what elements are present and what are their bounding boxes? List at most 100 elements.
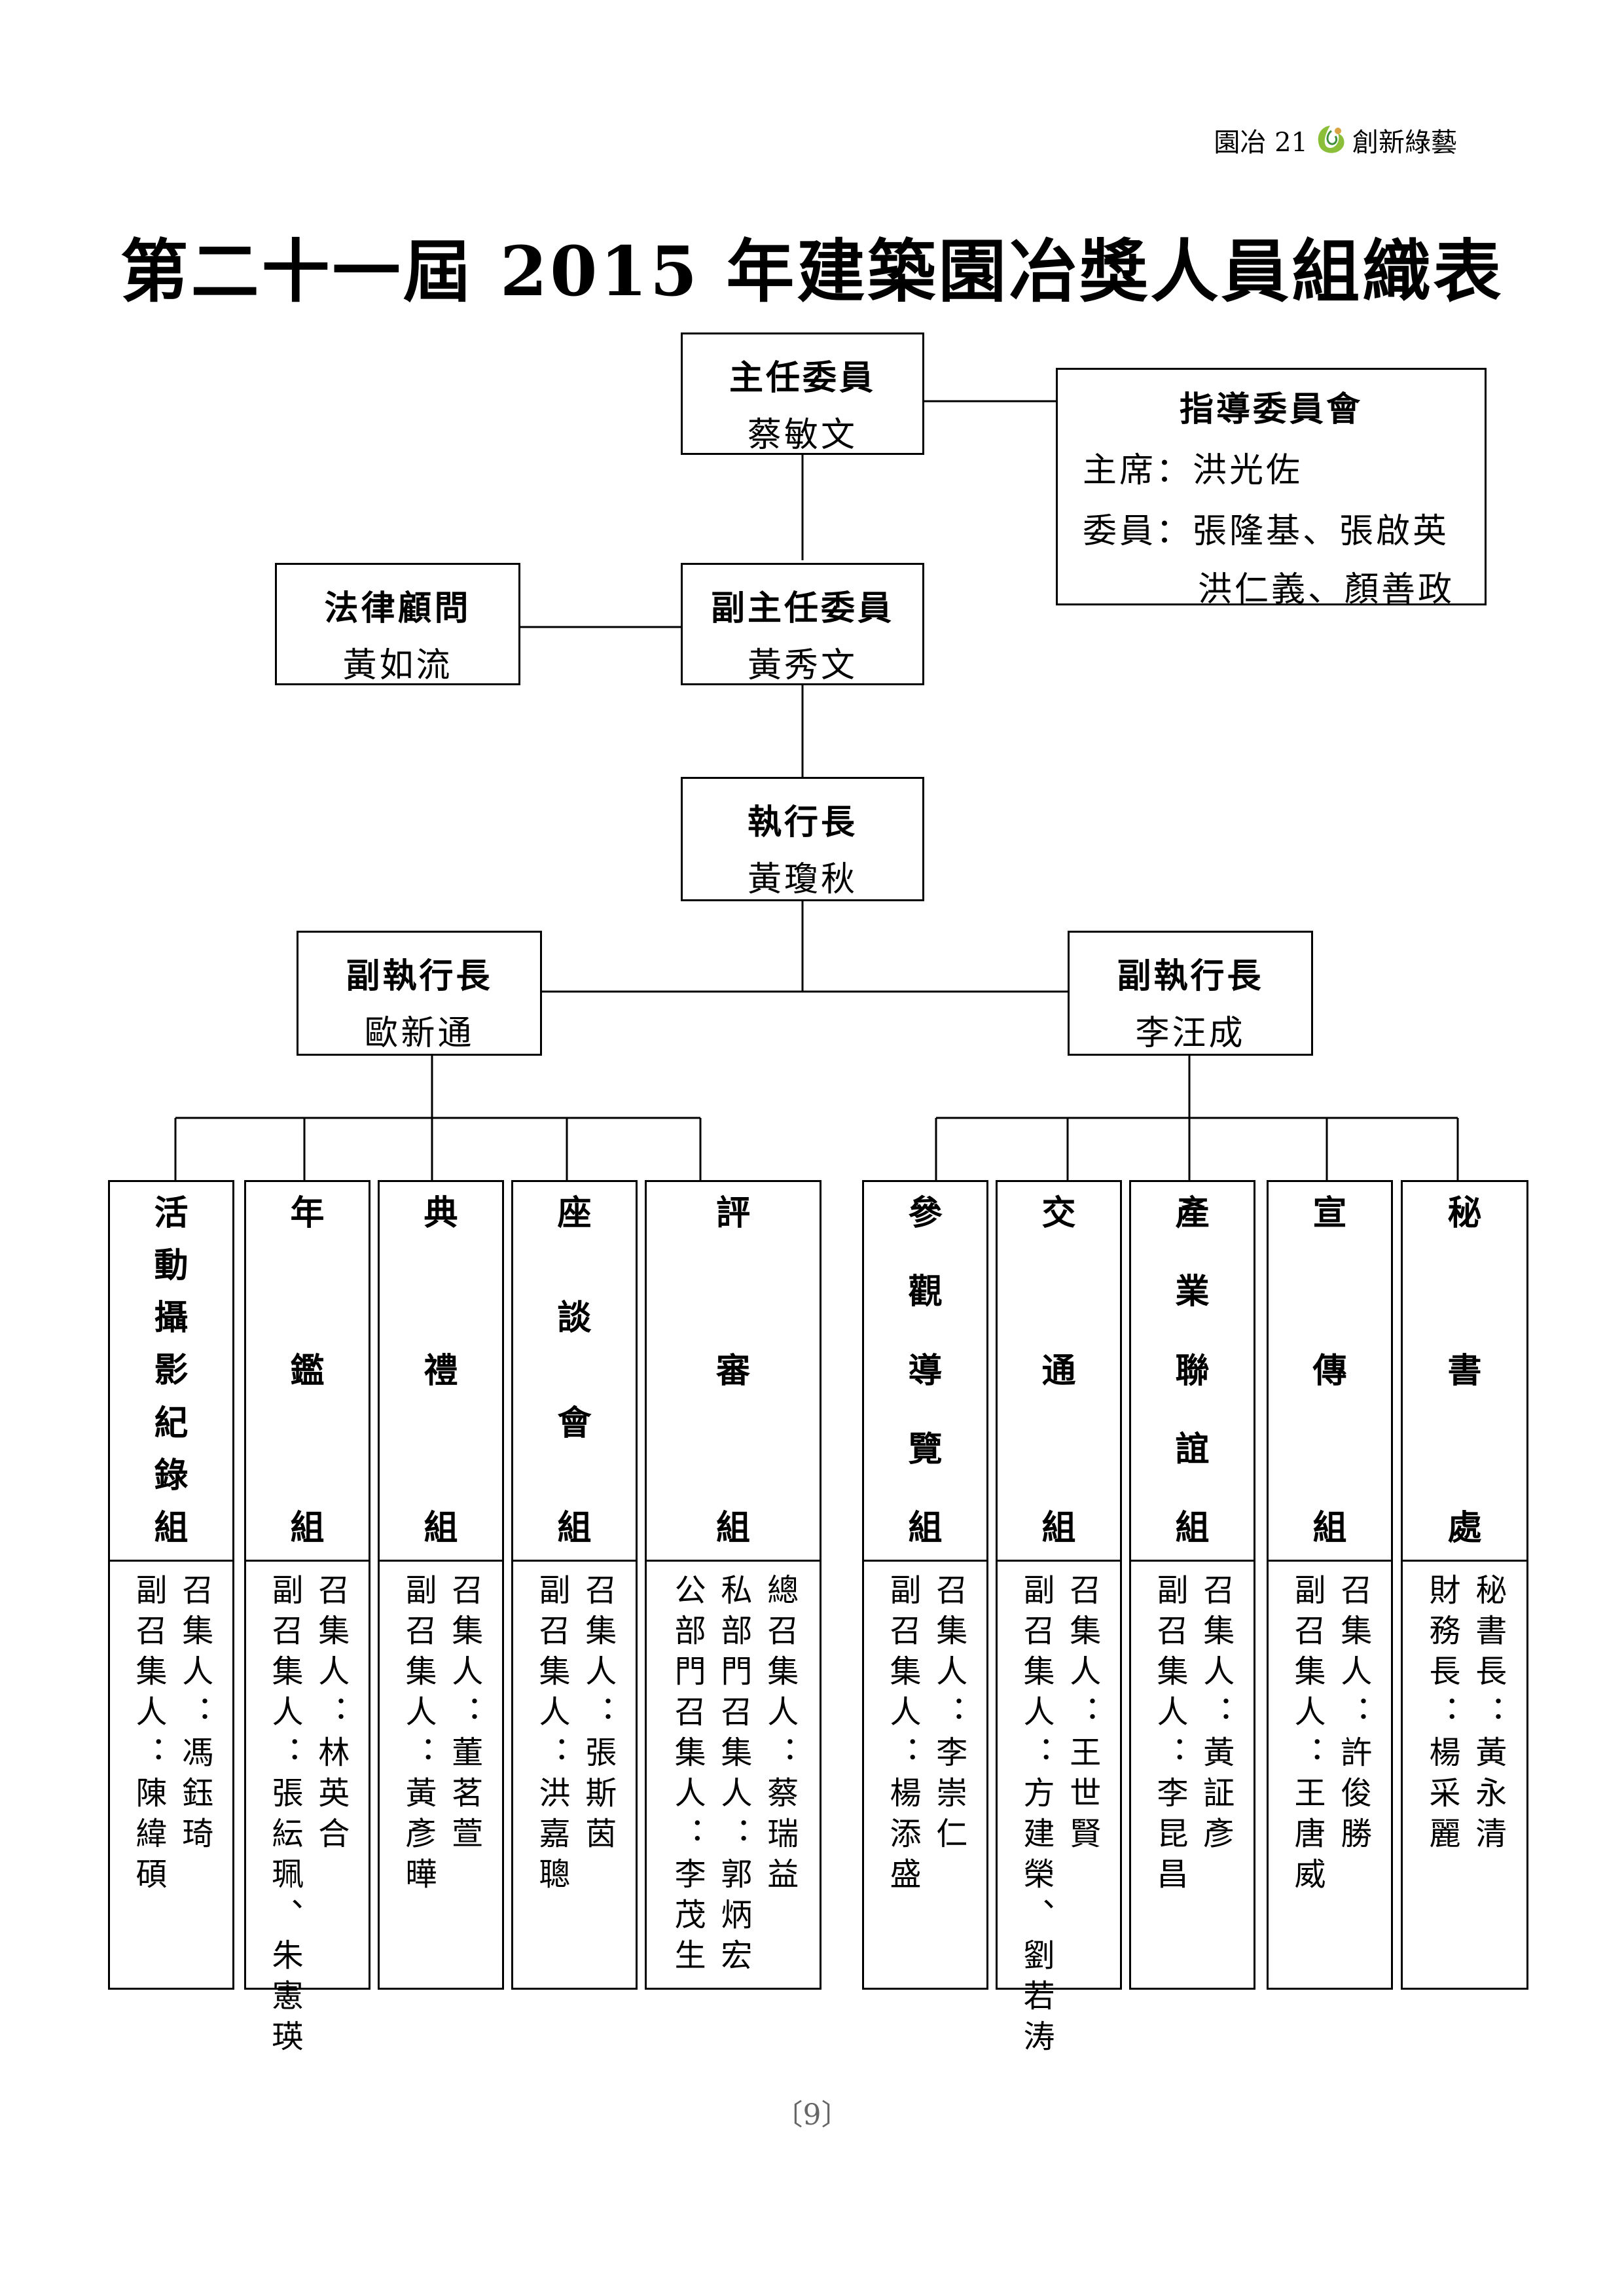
group-name-char: 參 xyxy=(908,1193,943,1233)
group-name-char: 紀 xyxy=(154,1403,189,1443)
advisory-members-1: 委員：張隆基、張啟英 xyxy=(1083,512,1450,551)
member-line: 召集人：黃証彥 xyxy=(1197,1573,1235,1857)
group-members: 召集人：馮鈺琦副召集人：陳緯碩 xyxy=(110,1573,232,1988)
member-line: 副召集人：陳緯碩 xyxy=(130,1573,167,1898)
group-name-char: 業 xyxy=(1175,1272,1210,1312)
group-box: 參觀導覽組召集人：李崇仁副召集人：楊添盛 xyxy=(862,1180,988,1990)
legal-name: 黃如流 xyxy=(342,646,453,685)
member-line: 私部門召集人：郭炳宏 xyxy=(715,1573,752,1979)
member-line: 副召集人：洪嘉聰 xyxy=(533,1573,570,1898)
group-box: 宣傳組召集人：許俊勝副召集人：王唐威 xyxy=(1267,1180,1393,1990)
group-box: 交通組召集人：王世賢副召集人：方建榮、劉若涛 xyxy=(996,1180,1122,2060)
legal-role: 法律顧問 xyxy=(324,588,471,628)
member-line: 副召集人：黃彥曄 xyxy=(399,1573,437,1898)
deputy-left-name: 歐新通 xyxy=(364,1014,475,1053)
group-name-char: 評 xyxy=(715,1193,750,1233)
group-name-char: 組 xyxy=(1312,1508,1347,1548)
group-members: 總召集人：蔡瑞益私部門召集人：郭炳宏公部門召集人：李茂生 xyxy=(647,1573,820,1988)
group-name: 年鑑組 xyxy=(246,1182,369,1562)
header-logo-area: 園冶 21 創新綠藝 xyxy=(1214,121,1457,159)
member-line: 公部門召集人：李茂生 xyxy=(668,1573,706,1979)
chair-name: 蔡敏文 xyxy=(747,416,857,455)
member-line: 財務長：楊采麗 xyxy=(1423,1573,1460,1857)
vice-chair-name: 黃秀文 xyxy=(747,646,857,685)
vice-chair-box: 副主任委員 黃秀文 xyxy=(681,563,924,685)
group-members: 召集人：王世賢副召集人：方建榮、劉若涛 xyxy=(998,1573,1120,2060)
member-line: 召集人：林英合 xyxy=(312,1573,350,1857)
member-line: 召集人：馮鈺琦 xyxy=(176,1573,213,1857)
group-name: 交通組 xyxy=(998,1182,1120,1562)
group-name-char: 組 xyxy=(290,1508,325,1548)
advisory-title: 指導委員會 xyxy=(1179,389,1363,429)
member-line: 副召集人：張紜珮、朱憲瑛 xyxy=(266,1573,303,2060)
advisory-committee-box: 指導委員會 主席：洪光佐 委員：張隆基、張啟英 洪仁義、顏善政 xyxy=(1056,368,1487,609)
member-line: 副召集人：王唐威 xyxy=(1288,1573,1326,1898)
group-box: 秘書處秘書長：黃永清財務長：楊采麗 xyxy=(1401,1180,1528,1990)
group-name-char: 談 xyxy=(557,1298,592,1338)
group-name-char: 處 xyxy=(1447,1508,1482,1548)
group-name: 參觀導覽組 xyxy=(864,1182,986,1562)
group-name-char: 典 xyxy=(424,1193,458,1233)
deputy-right-role: 副執行長 xyxy=(1117,956,1264,996)
group-members: 召集人：董茗萱副召集人：黃彥曄 xyxy=(380,1573,502,1988)
group-box: 評審組總召集人：蔡瑞益私部門召集人：郭炳宏公部門召集人：李茂生 xyxy=(645,1180,821,1990)
member-line: 總召集人：蔡瑞益 xyxy=(761,1573,799,1898)
deputy-left-box: 副執行長 歐新通 xyxy=(297,931,542,1056)
group-name-char: 覽 xyxy=(908,1429,943,1469)
member-line: 召集人：王世賢 xyxy=(1064,1573,1101,1857)
group-box: 活動攝影紀錄組召集人：馮鈺琦副召集人：陳緯碩 xyxy=(108,1180,234,1990)
group-name-char: 年 xyxy=(290,1193,325,1233)
member-line: 召集人：董茗萱 xyxy=(446,1573,483,1857)
group-name-char: 座 xyxy=(557,1193,592,1233)
group-box: 典禮組召集人：董茗萱副召集人：黃彥曄 xyxy=(378,1180,504,1990)
group-name-char: 秘 xyxy=(1447,1193,1482,1233)
group-name-char: 產 xyxy=(1175,1193,1210,1233)
ceo-role: 執行長 xyxy=(747,802,857,842)
group-name: 評審組 xyxy=(647,1182,820,1562)
member-line: 副召集人：楊添盛 xyxy=(884,1573,921,1898)
group-members: 召集人：李崇仁副召集人：楊添盛 xyxy=(864,1573,986,1988)
member-line: 召集人：許俊勝 xyxy=(1335,1573,1372,1857)
group-members: 召集人：黃証彥副召集人：李昆昌 xyxy=(1131,1573,1254,1988)
group-name-char: 通 xyxy=(1041,1350,1076,1391)
member-line: 副召集人：方建榮、劉若涛 xyxy=(1017,1573,1055,2060)
group-name-char: 組 xyxy=(424,1508,458,1548)
group-name-char: 組 xyxy=(715,1508,750,1548)
group-name-char: 觀 xyxy=(908,1272,943,1312)
group-name-char: 書 xyxy=(1447,1350,1482,1391)
group-members: 召集人：許俊勝副召集人：王唐威 xyxy=(1269,1573,1391,1988)
group-name-char: 誼 xyxy=(1175,1429,1210,1469)
group-name: 產業聯誼組 xyxy=(1131,1182,1254,1562)
advisory-chairman: 主席：洪光佐 xyxy=(1083,451,1303,490)
group-name-char: 組 xyxy=(557,1507,592,1548)
group-members: 秘書長：黃永清財務長：楊采麗 xyxy=(1403,1573,1526,1988)
group-name-char: 鑑 xyxy=(290,1350,325,1391)
group-name: 典禮組 xyxy=(380,1182,502,1562)
group-name-char: 聯 xyxy=(1175,1350,1210,1391)
deputy-right-name: 李汪成 xyxy=(1135,1014,1246,1053)
header-text: 園冶 21 xyxy=(1214,128,1308,158)
member-line: 召集人：李崇仁 xyxy=(930,1573,967,1857)
chair-box: 主任委員 蔡敏文 xyxy=(681,332,924,455)
group-name-char: 組 xyxy=(1041,1508,1076,1548)
legal-advisor-box: 法律顧問 黃如流 xyxy=(275,563,520,685)
group-box: 產業聯誼組召集人：黃証彥副召集人：李昆昌 xyxy=(1129,1180,1255,1990)
group-name-char: 宣 xyxy=(1312,1193,1347,1233)
group-name-char: 錄 xyxy=(154,1455,189,1496)
leaf-swirl-logo-icon xyxy=(1318,126,1344,153)
chair-role: 主任委員 xyxy=(729,358,876,398)
group-name-char: 組 xyxy=(154,1507,189,1548)
ceo-box: 執行長 黃瓊秋 xyxy=(681,777,924,901)
member-line: 秘書長：黃永清 xyxy=(1470,1573,1507,1857)
page-title: 第二十一屆 2015 年建築園冶獎人員組織表 xyxy=(120,231,1504,312)
advisory-members-2: 洪仁義、顏善政 xyxy=(1198,570,1455,609)
group-name-char: 導 xyxy=(908,1350,943,1391)
group-name-char: 審 xyxy=(715,1350,750,1391)
group-name: 活動攝影紀錄組 xyxy=(110,1182,232,1562)
group-box: 年鑑組召集人：林英合副召集人：張紜珮、朱憲瑛 xyxy=(244,1180,370,2060)
group-members: 召集人：張斯茵副召集人：洪嘉聰 xyxy=(513,1573,636,1988)
group-name-char: 傳 xyxy=(1312,1350,1347,1391)
ceo-name: 黃瓊秋 xyxy=(747,860,857,899)
group-members: 召集人：林英合副召集人：張紜珮、朱憲瑛 xyxy=(246,1573,369,2060)
